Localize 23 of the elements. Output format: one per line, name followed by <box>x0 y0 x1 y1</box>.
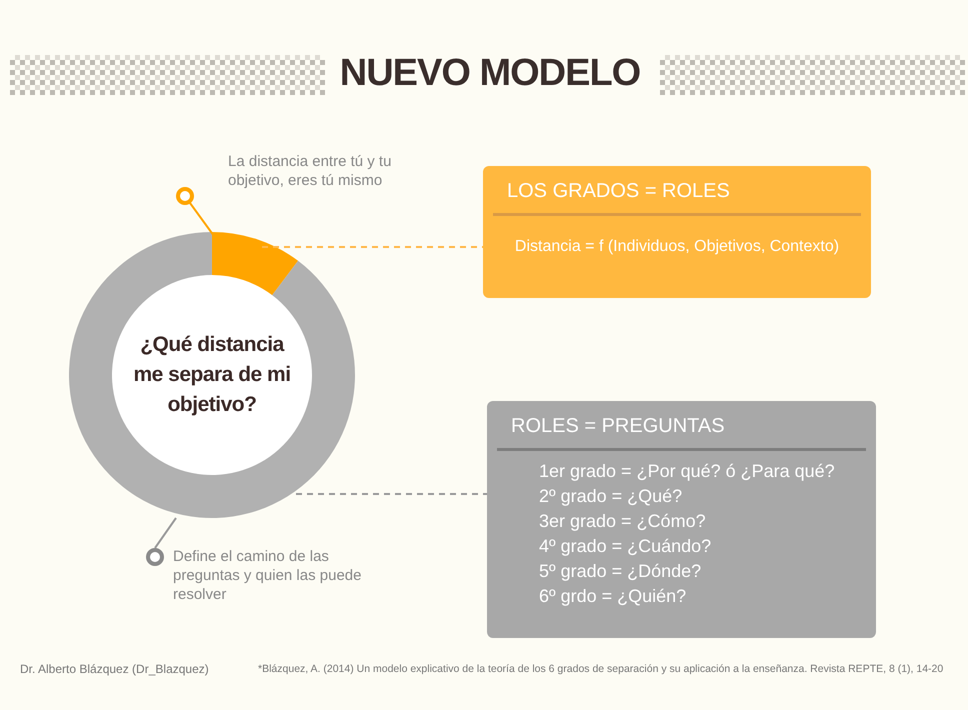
callout-text: La distancia entre tú y tu objetivo, eres tú mismo <box>228 152 392 190</box>
card-heading: ROLES = PREGUNTAS <box>497 401 866 451</box>
card-heading: LOS GRADOS = ROLES <box>493 166 861 216</box>
list-item: 2º grado = ¿Qué? <box>538 485 684 508</box>
author-credit: Dr. Alberto Blázquez (Dr_Blazquez) <box>20 662 209 676</box>
dashed-leader-line <box>262 246 483 248</box>
list-item: 5º grado = ¿Dónde? <box>538 560 702 583</box>
list-item: 4º grado = ¿Cuándo? <box>538 535 712 558</box>
leader-line <box>154 517 177 549</box>
info-card <box>487 401 876 638</box>
list-item: 3er grado = ¿Cómo? <box>538 510 707 533</box>
callout-text: Define el camino de las preguntas y quien las puede resolver <box>173 547 362 604</box>
leader-line <box>189 202 215 237</box>
formula-text: Distancia = f (Individuos, Objetivos, Contexto) <box>514 237 840 257</box>
donut-segment <box>212 232 298 296</box>
donut-segment <box>69 232 355 518</box>
dashed-leader-line <box>296 493 487 495</box>
title: NUEVO MODELO <box>338 52 642 95</box>
info-card <box>483 166 871 298</box>
reference-note: *Blázquez, A. (2014) Un modelo explicativo de la teoría de los 6 grados de separación y su aplicación a la enseñanza. Revista REPTE, 8 (1), 14-20 <box>258 663 944 675</box>
list-item: 1er grado = ¿Por qué? ó ¿Para qué? <box>538 460 836 483</box>
question-text: ¿Qué distancia me separa de mi objetivo? <box>132 332 292 418</box>
list-item: 6º grdo = ¿Quién? <box>538 585 688 608</box>
